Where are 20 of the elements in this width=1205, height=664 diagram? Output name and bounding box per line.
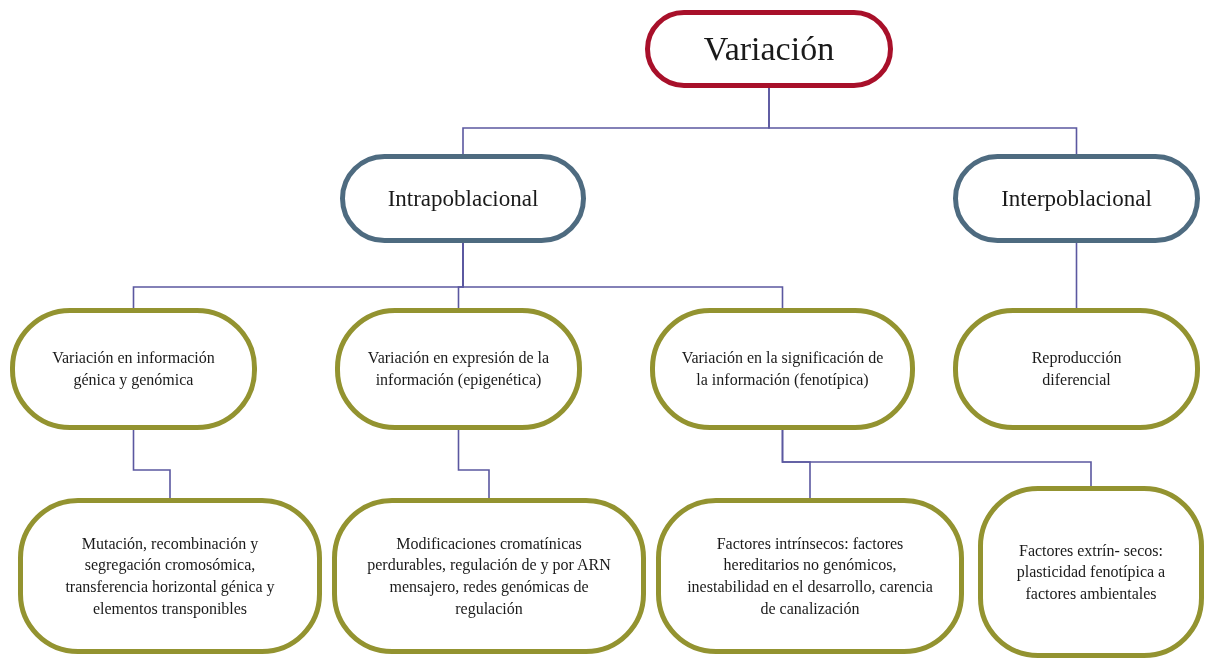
node-label: Variación en expresión de la información (epigenética) bbox=[366, 348, 551, 391]
node-label: Modificaciones cromatínicas perdurables, regulación de y por ARN mensajero, redes genómicas de regulación bbox=[366, 533, 612, 620]
node-label: Variación en la significación de la información (fenotípica) bbox=[680, 348, 885, 391]
node-label: Variación bbox=[703, 29, 835, 70]
connector-line bbox=[132, 429, 171, 499]
node-label: Reproducción diferencial bbox=[1030, 348, 1123, 390]
connector-line bbox=[1075, 242, 1078, 309]
rounded-box bbox=[18, 498, 322, 654]
connector-line bbox=[457, 429, 490, 499]
node-label: Interpoblacional bbox=[1001, 184, 1152, 213]
node-label: Factores extrín- secos: plasticidad fenotípica a factores ambientales bbox=[1015, 540, 1167, 604]
node-label: Variación en información génica y genómica bbox=[51, 348, 216, 391]
rounded-box bbox=[978, 486, 1204, 658]
node-label: Intrapoblacional bbox=[387, 184, 539, 213]
connector-line bbox=[781, 429, 1092, 487]
connector-line bbox=[768, 87, 1078, 155]
node-label: Factores intrínsecos: factores hereditarios no genómicos, inestabilidad en el desarrollo, carencia de canalización bbox=[686, 533, 934, 619]
rounded-box bbox=[656, 498, 964, 654]
rounded-box bbox=[332, 498, 646, 654]
node-label: Mutación, recombinación y segregación cromosómica, transferencia horizontal génica y elementos transponibles bbox=[64, 533, 276, 620]
